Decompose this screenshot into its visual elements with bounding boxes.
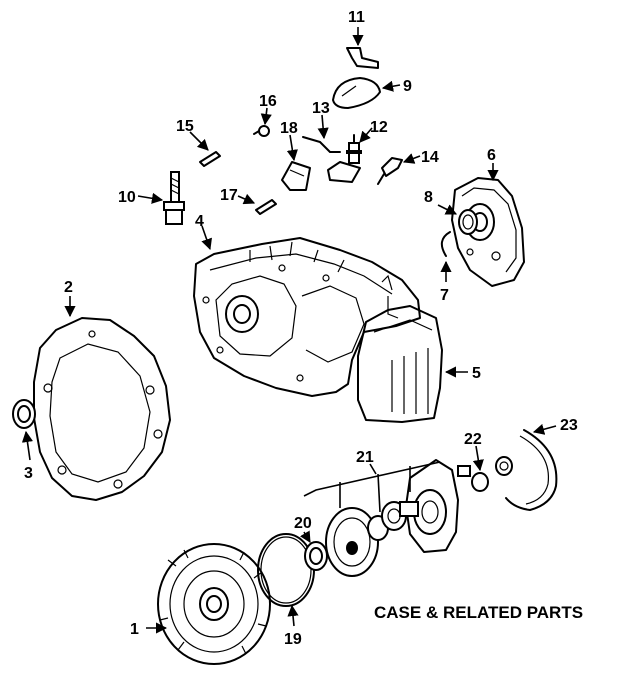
leader-14 (402, 153, 421, 164)
callout-11: 11 (348, 9, 365, 26)
callout-15: 15 (176, 118, 194, 135)
part-23-gasket (505, 429, 558, 511)
part-1-torque-converter (157, 543, 271, 665)
part-4-transaxle-case (193, 237, 421, 397)
part-5-oil-pan (357, 296, 443, 423)
callout-13: 13 (312, 100, 330, 117)
leader-20 (300, 530, 311, 543)
callout-17: 17 (220, 187, 238, 204)
part-19-o-ring (257, 533, 315, 607)
leader-4 (201, 225, 212, 251)
part-2-bell-housing (33, 317, 171, 501)
leader-19 (287, 604, 299, 627)
callout-10: 10 (118, 189, 136, 206)
callout-12: 12 (370, 119, 388, 136)
callout-8: 8 (424, 189, 433, 206)
part-20-seal (304, 541, 328, 571)
leader-9 (381, 80, 401, 92)
part-17-pin (255, 199, 277, 215)
callout-labels: 11 9 16 13 12 18 15 14 6 17 10 8 4 7 2 5… (24, 9, 578, 648)
callout-19: 19 (284, 631, 302, 648)
leader-18 (286, 134, 298, 162)
part-21-oil-pump (325, 459, 459, 577)
leader-15 (189, 131, 209, 151)
part-7-ring (440, 231, 451, 257)
callout-3: 3 (24, 465, 33, 482)
callout-9: 9 (403, 78, 412, 95)
part-18-block (281, 161, 311, 191)
leader-10 (137, 192, 164, 204)
leader-3 (21, 430, 33, 461)
leader-21 (369, 463, 377, 475)
part-10-gear (163, 171, 185, 225)
part-11-bracket (346, 47, 379, 69)
leader-8 (437, 204, 458, 215)
callout-7: 7 (440, 287, 449, 304)
leader-13 (317, 114, 329, 140)
callout-21: 21 (356, 449, 374, 466)
callout-2: 2 (64, 279, 73, 296)
callout-22: 22 (464, 431, 482, 448)
callout-4: 4 (195, 213, 204, 230)
part-8-seal (458, 209, 478, 235)
leader-22 (472, 445, 484, 472)
part-9-cover (332, 77, 381, 109)
part-16-clip (253, 125, 270, 137)
part-22-seal (457, 456, 513, 492)
callout-5: 5 (472, 365, 481, 382)
part-13-lever (302, 136, 361, 183)
leader-17 (237, 193, 256, 205)
callout-16: 16 (259, 93, 277, 110)
callout-14: 14 (421, 149, 439, 166)
part-12-valve (346, 134, 362, 164)
callout-23: 23 (560, 417, 578, 434)
part-3-seal (12, 399, 36, 429)
leader-16 (260, 107, 272, 126)
callout-20: 20 (294, 515, 312, 532)
diagram-caption: CASE & RELATED PARTS (374, 603, 583, 622)
callout-18: 18 (280, 120, 298, 137)
callout-6: 6 (487, 147, 496, 164)
leader-21-bracket (303, 461, 441, 513)
leader-23 (532, 423, 557, 435)
part-14-sensor (377, 157, 403, 185)
part-15-pin (199, 151, 221, 167)
leader-12 (359, 127, 373, 143)
callout-1: 1 (130, 621, 139, 638)
